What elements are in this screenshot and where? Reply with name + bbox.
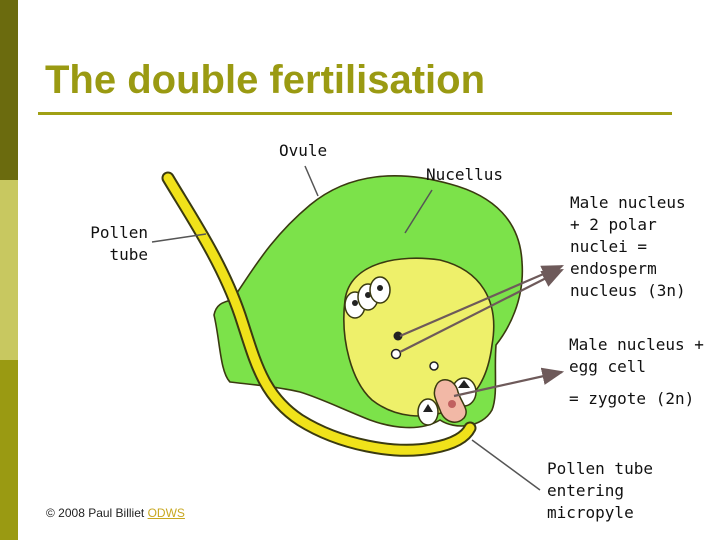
micropyle-arrow (471, 439, 541, 491)
polar-nucleus (390, 348, 402, 360)
label-micropyle: Pollen tube entering micropyle (547, 459, 653, 522)
nucellus-leader (404, 189, 433, 234)
pollen-tube-leader (151, 233, 207, 243)
antipodal-cells (344, 276, 391, 319)
label-endosperm: Male nucleus + 2 polar nuclei = endosper… (570, 193, 686, 300)
sidebar-decoration (0, 0, 18, 540)
sidebar-segment-mid (0, 360, 18, 540)
label-nucellus: Nucellus (426, 165, 504, 184)
label-ovule: Ovule (279, 141, 328, 160)
pollen-tube (163, 173, 475, 455)
title-underline (38, 112, 672, 115)
slide-title: The double fertilisation (45, 58, 486, 102)
copyright-text: © 2008 Paul Billiet (46, 506, 145, 520)
zygote-arrow (453, 367, 565, 398)
endosperm-arrow (399, 269, 564, 353)
endosperm-arrow (399, 264, 565, 338)
odws-link[interactable]: ODWS (147, 506, 185, 520)
zygote-nucleus (448, 400, 456, 408)
polar-nucleus (393, 331, 403, 341)
label-zygote: Male nucleus + egg cell = zygote (2n) (569, 335, 704, 408)
sidebar-segment-dark (0, 0, 18, 180)
male-nucleus (429, 361, 439, 371)
copyright-notice: © 2008 Paul Billiet ODWS (46, 506, 185, 520)
ovule-leader (304, 165, 319, 197)
label-pollen-tube: Pollen tube (90, 223, 148, 264)
sidebar-segment-light (0, 180, 18, 360)
